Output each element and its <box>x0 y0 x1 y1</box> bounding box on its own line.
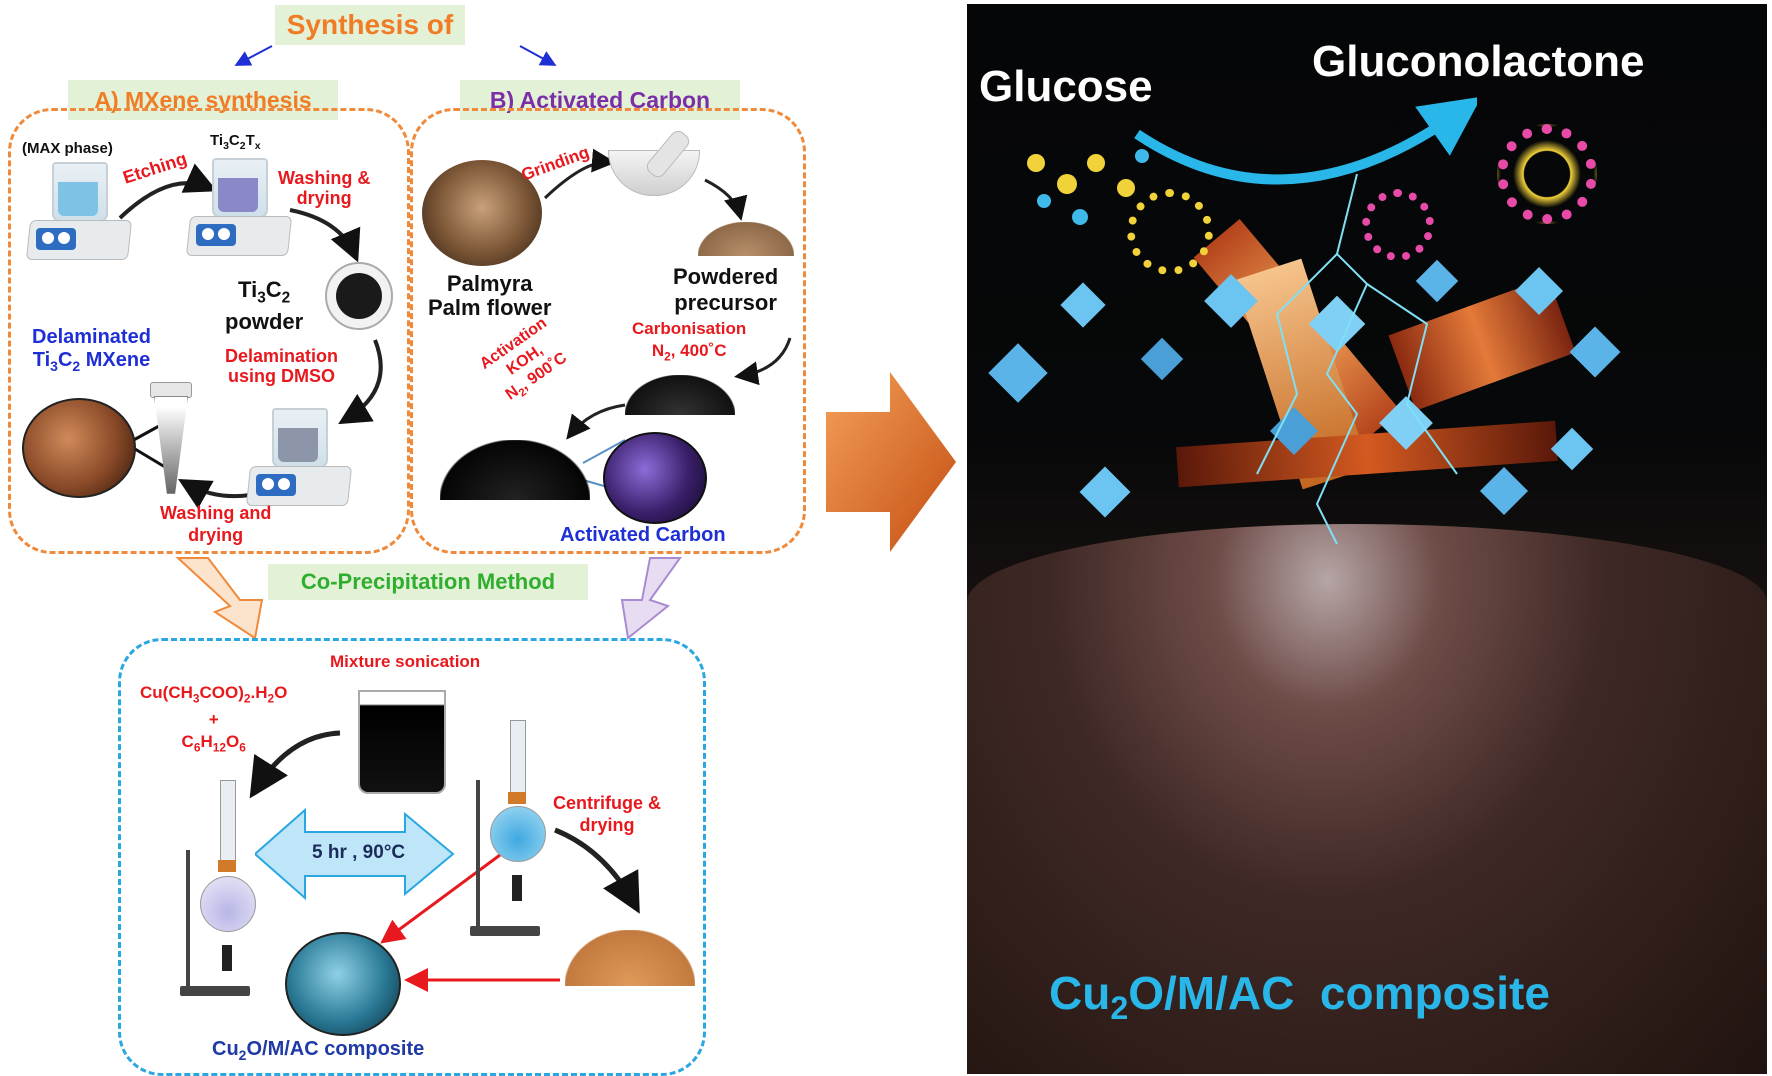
arrow-powder <box>704 178 748 221</box>
rock-base <box>967 524 1767 1074</box>
gluconolactone-molecule-1 <box>1362 189 1434 261</box>
washing-drying-label: Washing & drying <box>278 168 371 208</box>
carbonisation-label: Carbonisation N2, 400˚C <box>632 319 747 364</box>
activated-carbon-label: Activated Carbon <box>560 524 726 546</box>
gluconolactone-molecule-2 <box>1497 124 1597 224</box>
centrifuge-drying-label: Centrifuge & drying <box>553 793 661 835</box>
composite-powder-pile <box>565 930 695 986</box>
reaction-condition-label: 5 hr , 90°C <box>312 842 406 863</box>
title-box: Synthesis of <box>275 5 465 45</box>
panel-b-box <box>410 108 806 554</box>
big-transition-arrow <box>826 372 956 552</box>
composite-sem-image <box>285 932 401 1036</box>
cu2o-crystal-12 <box>1550 427 1594 471</box>
composite-illustration-panel: Glucose Gluconolactone Cu2O/M/AC composi… <box>967 4 1767 1074</box>
funnel-arrow-from-b <box>620 557 682 640</box>
composite-title: Cu2O/M/AC composite <box>1049 967 1550 1027</box>
delamination-label: Delamination using DMSO <box>225 346 339 386</box>
panel-a-box <box>8 108 410 554</box>
arrow-washing <box>289 208 361 263</box>
cu2o-crystal-8 <box>1569 326 1621 378</box>
activated-carbon-pile <box>440 440 590 500</box>
arrow-activation <box>566 403 626 440</box>
cu2o-crystal-9 <box>1079 466 1131 518</box>
centrifuge-tube <box>150 382 192 494</box>
reagents-label: Cu(CH3COO)2.H2O + C6H12O6 <box>140 683 288 755</box>
ti3c2tx-label: Ti3C2Tx <box>210 132 261 152</box>
magnetic-stirrer-1 <box>25 162 133 262</box>
arrow-washing-and-drying <box>178 479 251 509</box>
ti3c2-powder-dish <box>325 262 393 330</box>
carbonised-powder-pile <box>625 375 735 415</box>
magnetic-stirrer-2 <box>185 158 293 258</box>
mortar-pestle <box>608 127 708 198</box>
powdered-precursor-label: Powdered precursor <box>673 264 779 315</box>
sonication-beaker <box>358 690 446 794</box>
ti3c2-powder-label: Ti3C2 powder <box>225 277 304 335</box>
diagram-title: Synthesis of <box>286 9 454 40</box>
arrow-to-a <box>234 45 273 66</box>
reaction-arrow <box>1134 96 1477 185</box>
co-precipitation-box <box>118 638 706 1076</box>
palm-flower-image <box>422 160 542 266</box>
arrow-to-b <box>519 45 557 66</box>
powdered-precursor-pile <box>698 222 794 256</box>
electric-discharge <box>1256 174 1458 545</box>
gluconolactone-label: Gluconolactone <box>1312 37 1645 86</box>
mxene-sem-image <box>22 398 136 498</box>
cu2o-crystal-1 <box>988 343 1048 403</box>
glucose-ring-molecule <box>1127 189 1213 275</box>
arrow-grinding <box>543 148 616 200</box>
arrow-delamination <box>338 339 383 425</box>
glucose-molecule <box>1017 134 1157 254</box>
co-precipitation-header: Co-Precipitation Method <box>268 564 588 600</box>
cu2o-crystal-3 <box>1140 337 1184 381</box>
arrow-mixture-to-flask <box>249 730 341 799</box>
activated-carbon-sem-image <box>603 432 707 524</box>
glucose-label: Glucose <box>979 62 1153 111</box>
reaction-condition-arrow <box>255 808 455 900</box>
washing-and-drying-label: Washing and drying <box>160 503 272 545</box>
delaminated-mxene-label: Delaminated Ti3C2 MXene <box>32 326 151 374</box>
max-phase-label: (MAX phase) <box>22 140 113 157</box>
funnel-arrow-from-a <box>175 557 264 640</box>
arrow-to-centrifuge <box>554 827 640 914</box>
arrow-carbonisation <box>734 337 792 386</box>
cu2o-crystal-2 <box>1060 282 1106 328</box>
mixture-sonication-label: Mixture sonication <box>330 652 481 671</box>
magnetic-stirrer-3 <box>245 408 353 508</box>
composite-label: Cu2O/M/AC composite <box>212 1038 425 1063</box>
palmyra-label: Palmyra Palm flower <box>428 271 552 320</box>
arrow-etching <box>118 163 218 220</box>
reflux-setup-2 <box>470 720 560 940</box>
arrow-flask-to-composite <box>380 853 501 944</box>
reflux-setup-1 <box>180 780 270 1000</box>
